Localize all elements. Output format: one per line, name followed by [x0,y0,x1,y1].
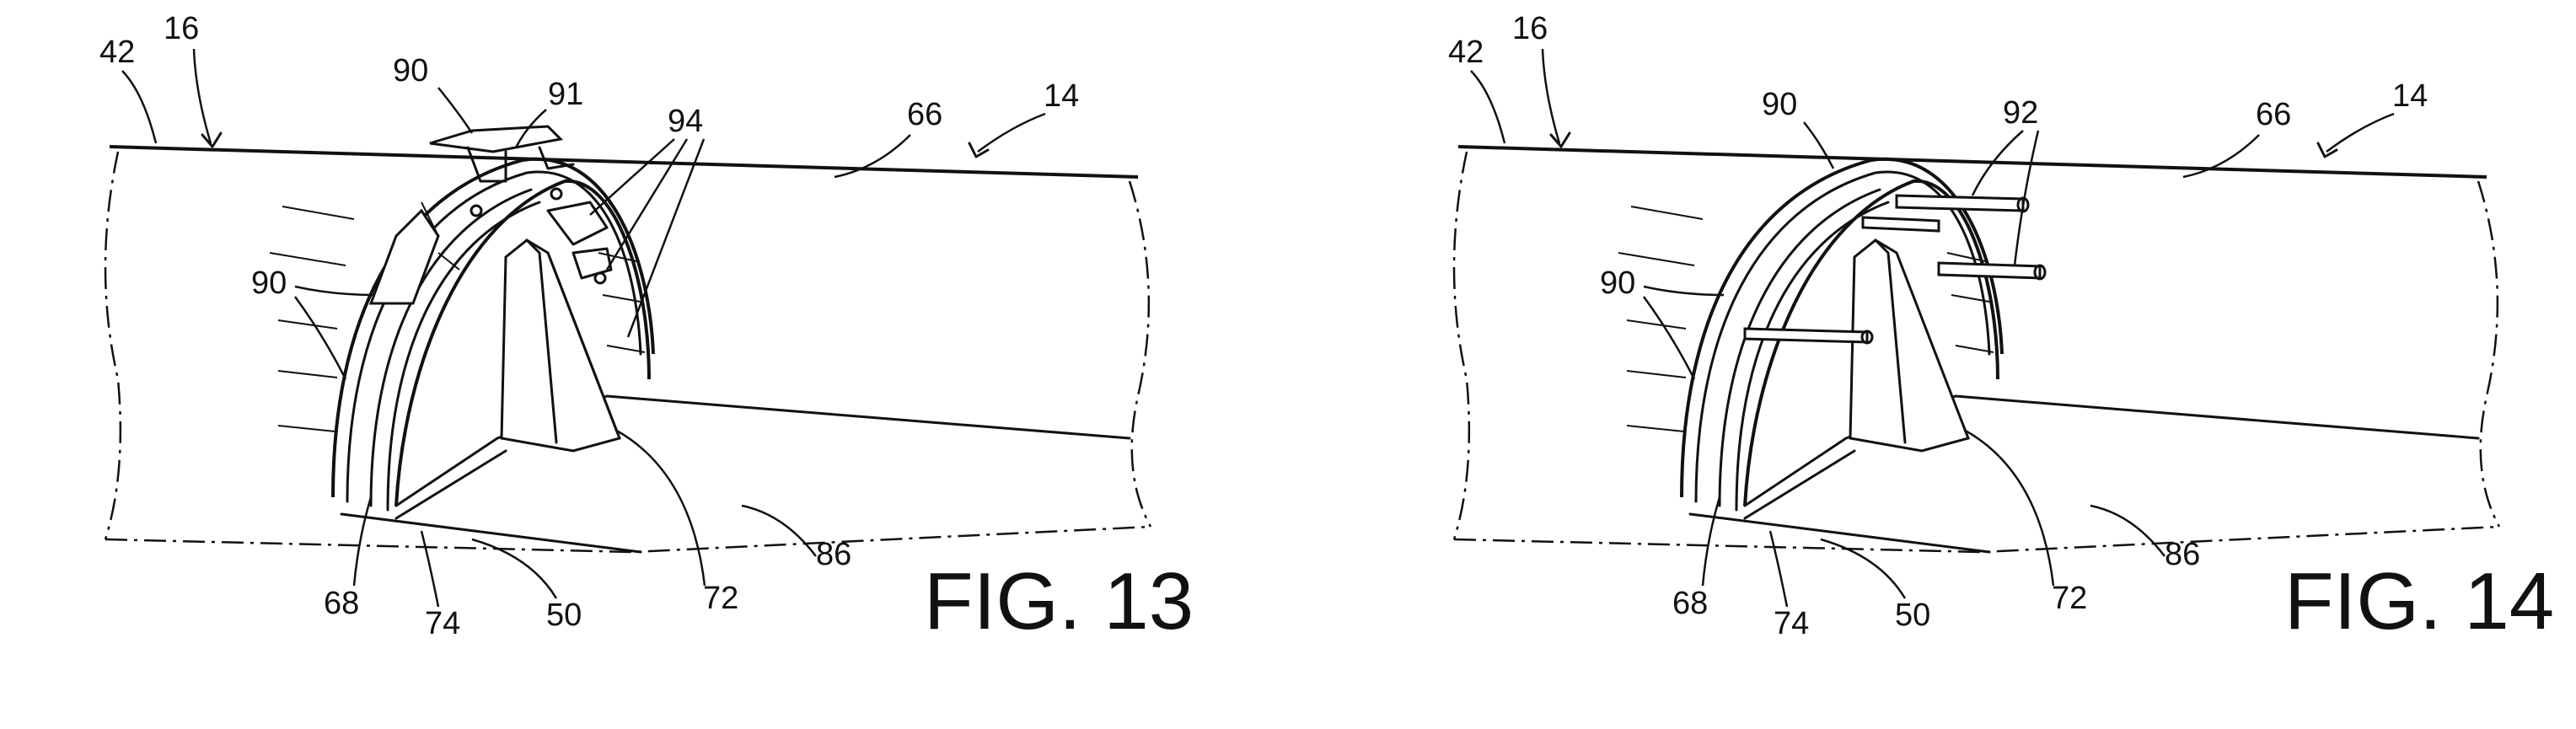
label-91: 91 [548,77,583,112]
label-50: 50 [1895,598,1930,633]
label-94: 94 [668,104,703,139]
label-90-side: 90 [1600,265,1635,301]
label-50: 50 [546,598,582,633]
label-66: 66 [2256,97,2291,132]
label-74: 74 [1774,606,1809,641]
label-42: 42 [99,35,135,70]
label-90-side: 90 [251,265,287,301]
label-74: 74 [425,606,460,641]
label-68: 68 [1672,586,1708,621]
figure-13: 42 16 90 91 94 66 14 90 68 74 50 72 86 F… [99,11,1194,646]
label-92: 92 [2003,95,2038,131]
label-16: 16 [164,11,199,46]
figure-14-caption: FIG. 14 [2284,556,2554,646]
label-90-top: 90 [1762,87,1797,122]
label-72: 72 [2052,581,2087,616]
label-86: 86 [816,537,851,572]
label-66: 66 [907,97,942,132]
label-72: 72 [703,581,738,616]
label-90-top: 90 [393,53,428,88]
figure-14: 42 16 90 92 66 14 90 68 74 50 72 86 FIG.… [1448,11,2554,646]
figure-13-caption: FIG. 13 [924,556,1194,646]
label-86: 86 [2165,537,2200,572]
label-14: 14 [2392,78,2428,114]
label-68: 68 [324,586,359,621]
label-42: 42 [1448,35,1484,70]
label-14: 14 [1044,78,1079,114]
label-16: 16 [1512,11,1548,46]
